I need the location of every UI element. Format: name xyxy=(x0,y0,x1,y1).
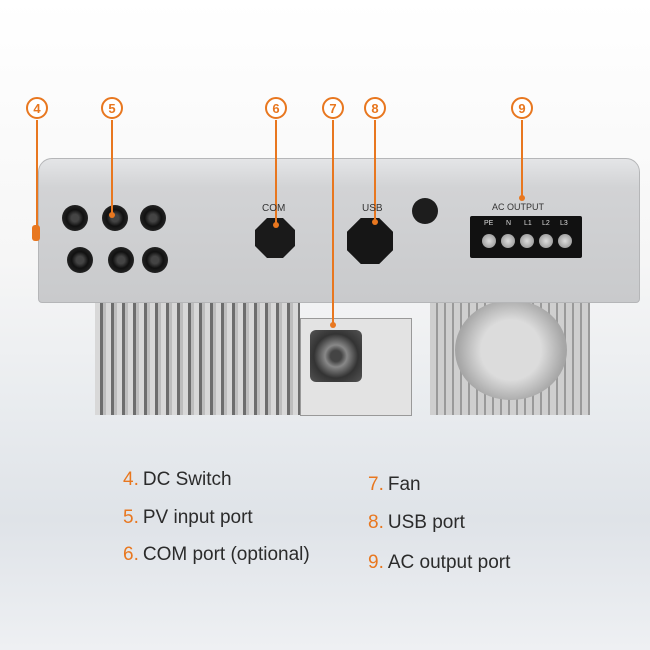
callout-6: 6 xyxy=(265,97,287,119)
pv-input-port xyxy=(67,247,93,273)
pv-input-port xyxy=(142,247,168,273)
usb-port xyxy=(347,218,393,264)
callout-4: 4 xyxy=(26,97,48,119)
heatsink xyxy=(95,300,300,415)
callout-7: 7 xyxy=(322,97,344,119)
callout-5: 5 xyxy=(101,97,123,119)
motor xyxy=(455,300,567,400)
pv-input-port xyxy=(140,205,166,231)
fan-icon xyxy=(310,330,362,382)
dc-switch xyxy=(32,225,40,241)
callout-8: 8 xyxy=(364,97,386,119)
legend-item-usb-port: 8.USB port xyxy=(368,512,465,533)
legend-item-ac-output: 9.AC output port xyxy=(368,552,511,573)
callout-9: 9 xyxy=(511,97,533,119)
legend-item-fan: 7.Fan xyxy=(368,474,421,495)
pv-input-port xyxy=(62,205,88,231)
vent-plug xyxy=(412,198,438,224)
ac-output-label: AC OUTPUT xyxy=(492,202,545,212)
pv-input-port xyxy=(108,247,134,273)
legend-item-pv-input: 5.PV input port xyxy=(123,507,253,528)
legend-item-dc-switch: 4.DC Switch xyxy=(123,469,232,490)
legend-item-com-port: 6.COM port (optional) xyxy=(123,544,310,565)
ac-terminal-block: PE N L1 L2 L3 xyxy=(470,216,582,258)
usb-label: USB xyxy=(362,203,383,214)
com-label: COM xyxy=(262,203,286,214)
pv-input-port xyxy=(102,205,128,231)
